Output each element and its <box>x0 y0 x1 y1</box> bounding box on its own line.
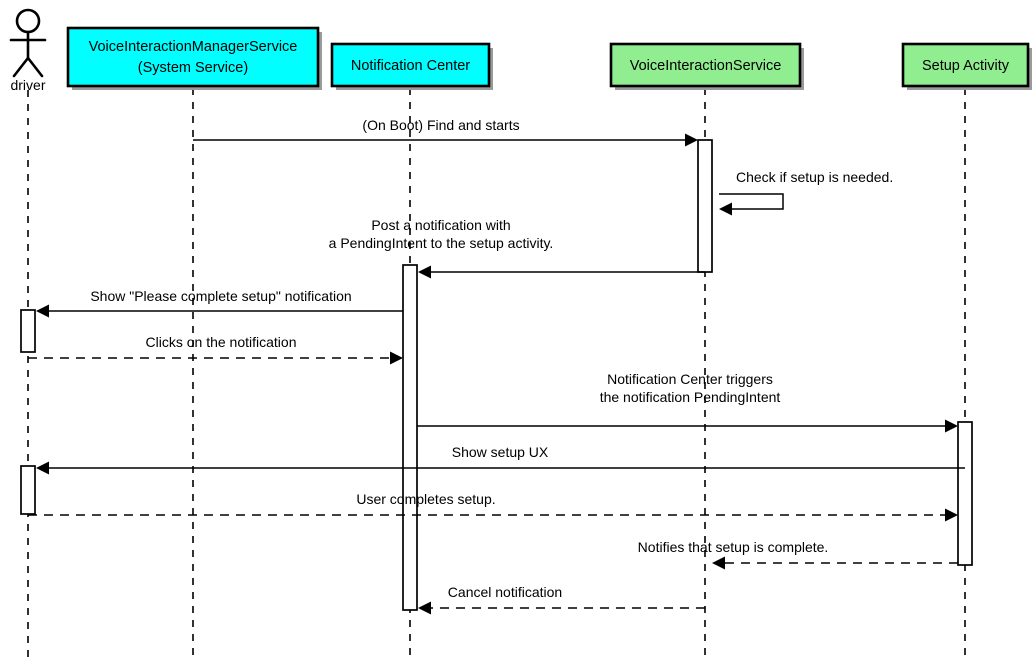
message-arrowhead-2 <box>719 202 732 216</box>
participant-box-vims[interactable] <box>66 26 320 88</box>
message-label-1: (On Boot) Find and starts <box>362 117 519 133</box>
message-arrowhead-7 <box>36 461 49 475</box>
participant-setup[interactable]: Setup Activity <box>901 42 1032 90</box>
participant-label-setup: Setup Activity <box>922 58 1010 74</box>
message-4[interactable]: Show "Please complete setup" notificatio… <box>36 288 403 318</box>
activation-bar-setup <box>957 421 973 566</box>
participant-sublabel-vims: (System Service) <box>138 60 248 76</box>
message-arrowhead-10 <box>418 601 431 615</box>
message-arrowhead-9 <box>712 556 725 570</box>
message-arrowhead-6 <box>945 419 958 433</box>
message-arrowhead-4 <box>36 304 49 318</box>
activation-bar-driver <box>20 465 36 515</box>
message-label-2: Check if setup is needed. <box>736 169 893 185</box>
message-line-2 <box>719 193 784 210</box>
participant-box-vis[interactable] <box>609 42 802 88</box>
message-label-6-line2: the notification PendingIntent <box>600 389 781 405</box>
message-label-5: Clicks on the notification <box>146 334 297 350</box>
message-label-6-line1: Notification Center triggers <box>607 371 773 387</box>
message-5[interactable]: Clicks on the notification <box>28 334 403 365</box>
message-label-3-line1: Post a notification with <box>371 217 510 233</box>
participant-label-notif: Notification Center <box>351 58 470 74</box>
message-arrowhead-3 <box>418 265 431 279</box>
message-10[interactable]: Cancel notification <box>418 584 705 615</box>
message-1[interactable]: (On Boot) Find and starts <box>193 117 698 147</box>
participant-vis[interactable]: VoiceInteractionService <box>609 42 804 90</box>
message-2[interactable]: Check if setup is needed. <box>719 169 893 216</box>
message-9[interactable]: Notifies that setup is complete. <box>638 539 958 570</box>
message-label-7: Show setup UX <box>452 444 549 460</box>
message-label-8: User completes setup. <box>356 491 495 507</box>
participant-vims[interactable]: VoiceInteractionManagerService (System Se… <box>66 26 322 90</box>
participant-box-notif[interactable] <box>330 42 491 88</box>
message-arrowhead-1 <box>685 133 698 147</box>
activation-bar-vis <box>697 139 713 273</box>
actor-label-driver: driver <box>10 77 45 93</box>
message-label-9: Notifies that setup is complete. <box>638 539 829 555</box>
message-label-10: Cancel notification <box>448 584 562 600</box>
participant-notif[interactable]: Notification Center <box>330 42 493 90</box>
message-label-3-line2: a PendingIntent to the setup activity. <box>329 235 554 251</box>
message-7[interactable]: Show setup UX <box>36 444 965 475</box>
message-3[interactable]: Post a notification with a PendingIntent … <box>329 217 705 279</box>
participant-box-setup[interactable] <box>901 42 1030 88</box>
actor-driver[interactable]: driver <box>9 8 47 93</box>
message-label-4: Show "Please complete setup" notificatio… <box>90 288 351 304</box>
participant-label-vis: VoiceInteractionService <box>630 58 782 74</box>
participant-label-vims: VoiceInteractionManagerService <box>89 39 298 55</box>
activation-bar-notif <box>402 264 418 611</box>
message-6[interactable]: Notification Center triggers the notifica… <box>417 371 958 433</box>
message-8[interactable]: User completes setup. <box>28 491 958 522</box>
activations-layer <box>20 139 973 611</box>
message-arrowhead-8 <box>945 508 958 522</box>
message-arrowhead-5 <box>390 351 403 365</box>
activation-bar-driver <box>20 309 36 353</box>
participants-layer: driver VoiceInteractionManagerService (Sys… <box>9 8 1032 93</box>
